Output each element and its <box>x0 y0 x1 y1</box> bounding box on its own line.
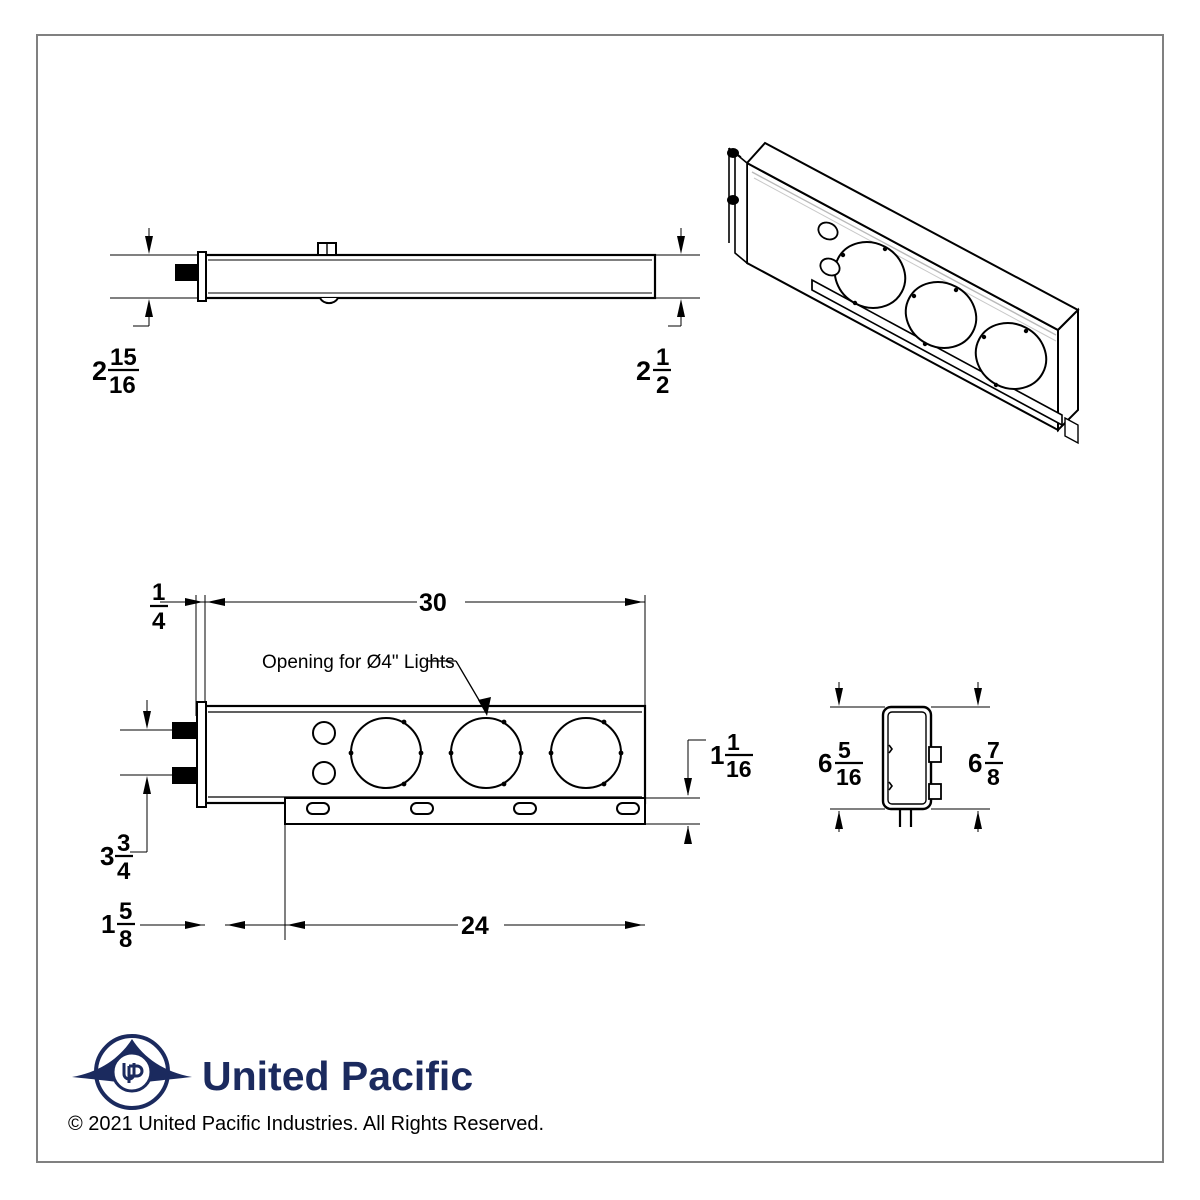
dim-6-5-16-num: 5 <box>838 737 851 763</box>
flange-slot-1 <box>306 802 330 815</box>
dim-2-15-16-whole: 2 <box>92 356 107 386</box>
front-view-annotation: Opening for Ø4" Lights <box>262 652 491 716</box>
side-view-tab-lower <box>928 783 942 800</box>
copyright-notice: © 2021 United Pacific Industries. All Ri… <box>68 1113 544 1135</box>
front-view-bottom-flange <box>284 797 646 825</box>
dim-6-7-8-num: 7 <box>987 737 1000 763</box>
front-view-flange-length-dimension: 24 <box>285 911 645 940</box>
front-view-mounting-stud-upper <box>172 722 198 739</box>
dim-2-15-16-num: 15 <box>110 344 137 371</box>
dim-1-1-16-whole: 1 <box>710 740 724 770</box>
light-opening-3 <box>550 717 622 789</box>
top-view-mounting-stud <box>175 264 199 281</box>
dim-6-5-16-den: 16 <box>836 764 862 790</box>
front-view-stud-spacing-dimension: 3 3 4 <box>100 700 172 885</box>
front-view-end-plate <box>196 701 207 808</box>
side-view-right-dimension: 6 7 8 <box>931 682 1003 832</box>
dim-1-5-8-whole: 1 <box>101 909 115 939</box>
front-view-quarter-dimension: 1 4 <box>150 579 205 716</box>
footer-block: United Pacific © 2021 United Pacific Ind… <box>68 1034 544 1135</box>
side-view-left-dimension: 6 5 16 <box>818 682 885 832</box>
top-view: 2 15 16 2 1 2 <box>92 228 700 399</box>
top-view-upper-tab <box>317 242 337 256</box>
iso-flange-tab <box>1064 416 1079 445</box>
front-view-light-openings <box>348 717 624 789</box>
iso-end-plate <box>727 147 748 265</box>
dim-2-1-2-num: 1 <box>656 344 669 371</box>
dim-6-7-8-den: 8 <box>987 764 1000 790</box>
dim-3-3-4-whole: 3 <box>100 841 114 871</box>
iso-light-openings <box>833 241 1048 390</box>
dim-1-4-den: 4 <box>152 608 166 635</box>
side-section-view: 6 5 16 6 7 8 <box>818 682 1003 832</box>
front-view-length-dimension: 30 <box>204 588 646 720</box>
top-view-lower-bump <box>319 297 339 305</box>
front-view-small-hole-upper <box>312 721 336 745</box>
iso-mounting-stud-upper <box>727 148 739 158</box>
top-view-right-dim-label: 2 1 2 <box>636 344 671 399</box>
dim-6-5-16-whole: 6 <box>818 748 832 778</box>
dim-6-7-8-whole: 6 <box>968 748 982 778</box>
dim-1-5-8-num: 5 <box>119 898 132 925</box>
dim-3-3-4-num: 3 <box>117 830 130 857</box>
united-pacific-logo <box>72 1034 192 1110</box>
front-view: 30 1 4 <box>100 579 753 953</box>
sheet-border <box>36 34 1164 1163</box>
dim-30: 30 <box>419 589 447 617</box>
iso-end-face <box>1057 307 1079 433</box>
top-view-body <box>203 253 657 300</box>
dim-24: 24 <box>461 912 489 940</box>
dim-3-3-4-den: 4 <box>117 858 131 885</box>
front-view-small-hole-lower <box>312 761 336 785</box>
flange-slot-3 <box>513 802 537 815</box>
iso-mounting-stud-lower <box>727 195 739 205</box>
flange-slot-2 <box>410 802 434 815</box>
flange-slot-4 <box>616 802 640 815</box>
side-view-tab-upper <box>928 746 942 763</box>
front-view-mounting-stud-lower <box>172 767 198 784</box>
top-view-left-dimension <box>110 228 205 327</box>
dim-2-15-16-den: 16 <box>109 372 136 399</box>
top-view-end-plate <box>197 251 207 302</box>
brand-name: United Pacific <box>202 1053 473 1099</box>
iso-small-hole-lower <box>819 257 841 277</box>
dim-2-1-2-whole: 2 <box>636 356 651 386</box>
dim-2-1-2-den: 2 <box>656 372 669 399</box>
dim-1-5-8-den: 8 <box>119 926 132 953</box>
front-view-flange-offset-dimension: 1 5 8 <box>101 824 286 953</box>
front-view-flange-height-dimension: 1 1 16 <box>645 729 753 844</box>
top-view-right-dimension <box>655 228 700 327</box>
top-view-left-dim-label: 2 15 16 <box>92 344 139 399</box>
dim-1-1-16-num: 1 <box>727 729 740 755</box>
iso-small-hole-upper <box>817 221 839 241</box>
light-opening-1 <box>350 717 422 789</box>
dim-1-4-num: 1 <box>152 579 165 606</box>
opening-annotation-label: Opening for Ø4" Lights <box>262 652 455 673</box>
side-view-inner-profile <box>887 711 927 805</box>
dim-1-1-16-den: 16 <box>726 756 752 782</box>
isometric-view <box>727 141 1080 445</box>
light-opening-2 <box>450 717 522 789</box>
